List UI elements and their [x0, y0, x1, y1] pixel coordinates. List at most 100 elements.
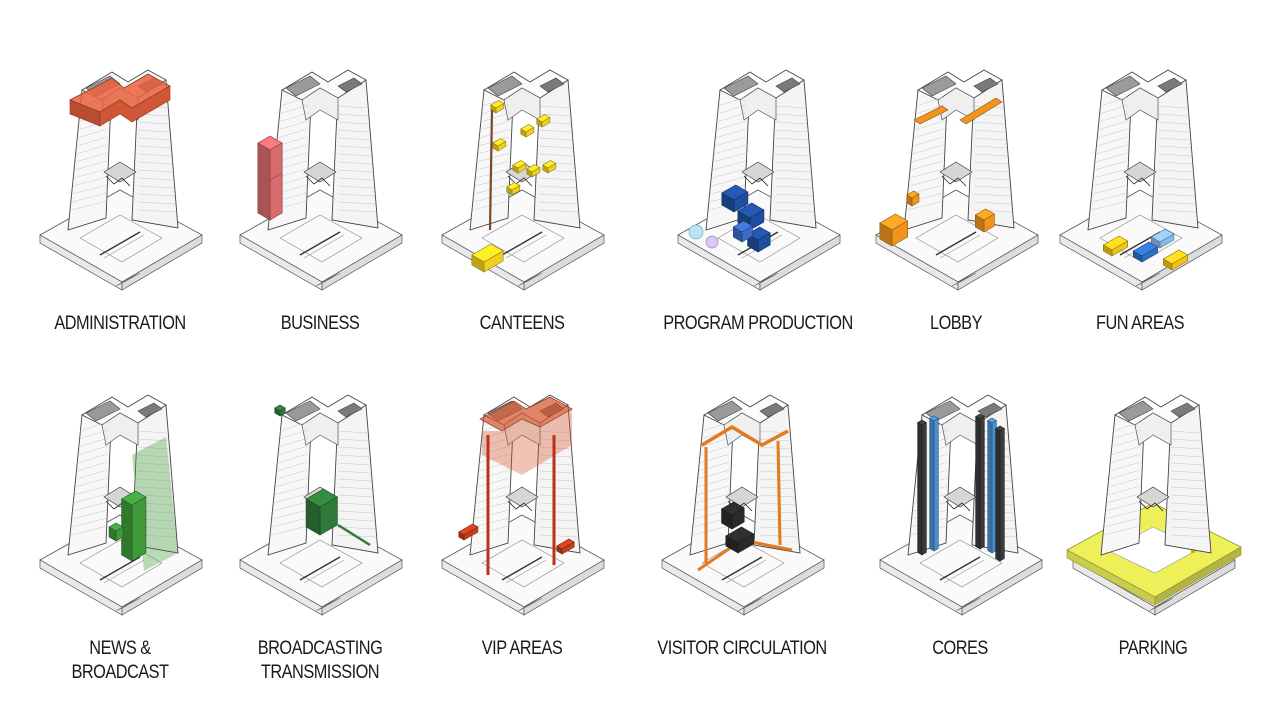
ramp-line-2 [943, 559, 985, 584]
program-dish-b [705, 235, 719, 249]
lobby-block-right [974, 208, 996, 233]
core-4 [995, 425, 1005, 562]
lobby-tower-diagram [875, 69, 1039, 291]
ramp-line-2 [505, 559, 547, 584]
program-block-a [721, 184, 749, 213]
ramp-line-2 [939, 234, 981, 259]
core-0 [917, 419, 927, 556]
inner-court [279, 539, 363, 588]
lobby-piece [906, 190, 920, 207]
broadcasting-transmission-tower-diagram [239, 394, 403, 616]
panel-fun-areas: FUN AREAS [1040, 50, 1240, 334]
core-2 [975, 413, 985, 550]
vip-piece-right [556, 538, 575, 555]
entrance-stairs [951, 272, 977, 287]
inner-court [481, 539, 565, 588]
site-slab-edge-right [321, 234, 403, 291]
program-block-c [746, 226, 771, 253]
lobby-bridge-left [913, 105, 949, 125]
parking-tower-diagram [1066, 394, 1242, 616]
entrance-stairs [115, 272, 141, 287]
program-block-base [471, 243, 504, 273]
site-slab [441, 189, 605, 283]
program-piece-4 [512, 160, 527, 174]
program-piece-6 [506, 182, 521, 196]
program-piece-2 [536, 114, 551, 128]
ramp-line [99, 231, 141, 256]
panel-business: BUSINESS [220, 50, 420, 334]
lobby-block-left [879, 213, 909, 247]
administration-tower-diagram [39, 69, 203, 291]
news-broadcast-tower-diagram [39, 394, 203, 616]
circ-block-a [720, 501, 745, 530]
ramp-line [721, 556, 763, 581]
panel-label-cores: CORES [932, 638, 988, 659]
inner-court [79, 214, 163, 263]
program-piece-0 [490, 100, 505, 114]
entrance-stairs [315, 272, 341, 287]
panel-label-fun-areas: FUN AREAS [1096, 313, 1184, 334]
site-slab-edge-right [957, 234, 1039, 291]
panel-administration: ADMINISTRATION [20, 50, 220, 334]
program-block-d [732, 220, 754, 243]
site-slab-edge-right [1154, 559, 1236, 616]
fun-block-d [1162, 249, 1189, 271]
inner-court [481, 214, 565, 263]
vip-top [479, 396, 573, 432]
site-slab [879, 514, 1043, 608]
program-shaft [488, 109, 494, 231]
inner-court [915, 214, 999, 263]
site-slab-edge-right [121, 234, 203, 291]
fun-block-a [1102, 235, 1129, 257]
ramp-line [501, 556, 543, 581]
program-piece-top [274, 404, 286, 417]
panel-parking: PARKING [1053, 375, 1253, 659]
inner-court [919, 539, 1003, 588]
vip-piece-left [458, 523, 479, 541]
ramp-line-2 [303, 234, 345, 259]
tower-wireframe [469, 394, 581, 556]
circ-right [776, 440, 782, 546]
ramp-line-2 [505, 234, 547, 259]
ramp-line-2 [725, 559, 767, 584]
entrance-stairs [753, 272, 779, 287]
program-block-tower [257, 135, 283, 221]
circ-top [701, 424, 789, 448]
panel-news-broadcast: NEWS & BROADCAST [20, 375, 220, 683]
panel-label-business: BUSINESS [280, 313, 360, 334]
fun-areas-tower-diagram [1059, 69, 1223, 291]
program-piece-5 [526, 164, 541, 178]
lobby-bridge-right [959, 97, 1003, 125]
inner-court [1099, 214, 1183, 263]
inner-court [79, 539, 163, 588]
entrance-stairs [955, 597, 981, 612]
panel-label-visitor-circulation: VISITOR CIRCULATION [657, 638, 827, 659]
panel-label-parking: PARKING [1118, 638, 1188, 659]
inner-court [279, 214, 363, 263]
ramp-line [935, 231, 977, 256]
cores-tower-diagram [879, 394, 1043, 616]
site-slab-edge-right [961, 559, 1043, 616]
canteens-tower-diagram [441, 69, 605, 291]
core-1 [929, 415, 939, 552]
entrance-stairs [517, 272, 543, 287]
ramp-line [299, 556, 341, 581]
program-block-mid [305, 488, 339, 536]
panel-label-broadcasting-transmission: BROADCASTING TRANSMISSION [257, 638, 383, 683]
business-tower-diagram [239, 69, 403, 291]
site-slab-edge-right [121, 559, 203, 616]
entrance-stairs [115, 597, 141, 612]
ramp-line-2 [103, 234, 145, 259]
ramp-line-2 [303, 559, 345, 584]
entrance-stairs [1135, 272, 1161, 287]
site-slab [39, 189, 203, 283]
panel-vip-areas: VIP AREAS [422, 375, 622, 659]
core-3 [987, 417, 997, 554]
site-slab [1059, 189, 1223, 283]
program-piece-7 [542, 160, 557, 174]
program-piece [108, 522, 124, 542]
program-link [337, 523, 371, 547]
tower-wireframe [267, 394, 379, 556]
panel-label-lobby: LOBBY [930, 313, 982, 334]
program-piece-1 [520, 124, 535, 138]
